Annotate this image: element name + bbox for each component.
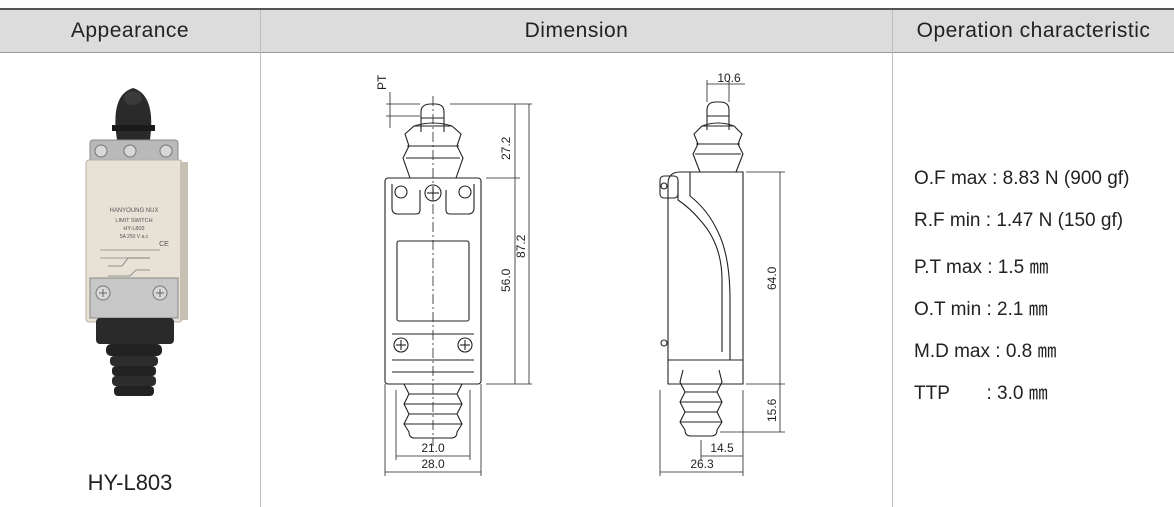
column-divider-1 [260, 10, 261, 507]
table-top-rule [0, 8, 1174, 10]
front-view-drawing [384, 92, 532, 476]
side-view-drawing [659, 80, 785, 476]
label-rating: 5A 250 V a.c [120, 234, 149, 240]
spec-overtravel: O.T min : 2.1 ㎜ [914, 299, 1048, 320]
spec-release-force: R.F min : 1.47 N (150 gf) [914, 210, 1124, 231]
dim-27-2: 27.2 [499, 136, 513, 160]
column-divider-2 [892, 10, 893, 507]
dim-64-0: 64.0 [765, 266, 779, 290]
header-bottom-rule [0, 52, 1174, 53]
label-model: HY-L803 [123, 226, 144, 232]
spec-pretravel: P.T max : 1.5 ㎜ [914, 257, 1049, 278]
dim-pt: PT [375, 74, 389, 90]
header-appearance: Appearance [70, 19, 190, 42]
header-operation: Operation characteristic [916, 19, 1151, 42]
label-kind: LIMIT SWITCH [115, 218, 152, 224]
dim-21-0: 21.0 [421, 441, 445, 455]
label-ce-mark: CE [159, 241, 169, 248]
product-photo: HANYOUNG NUX LIMIT SWITCH HY-L803 5A 250… [85, 88, 188, 396]
dim-10-6: 10.6 [717, 71, 741, 85]
spec-operating-force: O.F max : 8.83 N (900 gf) [914, 168, 1130, 189]
model-name: HY-L803 [87, 470, 173, 495]
dim-15-6: 15.6 [765, 398, 779, 422]
dim-14-5: 14.5 [710, 441, 734, 455]
dim-56-0: 56.0 [499, 268, 513, 292]
spec-movement-differential: M.D max : 0.8 ㎜ [914, 341, 1057, 362]
dim-87-2: 87.2 [514, 234, 528, 258]
header-dimension: Dimension [524, 19, 629, 42]
dim-28-0: 28.0 [421, 457, 445, 471]
spec-total-travel: TTP : 3.0 ㎜ [914, 383, 1048, 404]
dim-26-3: 26.3 [690, 457, 714, 471]
table-header: Appearance Dimension Operation character… [0, 10, 1174, 52]
label-brand: HANYOUNG NUX [109, 208, 158, 214]
